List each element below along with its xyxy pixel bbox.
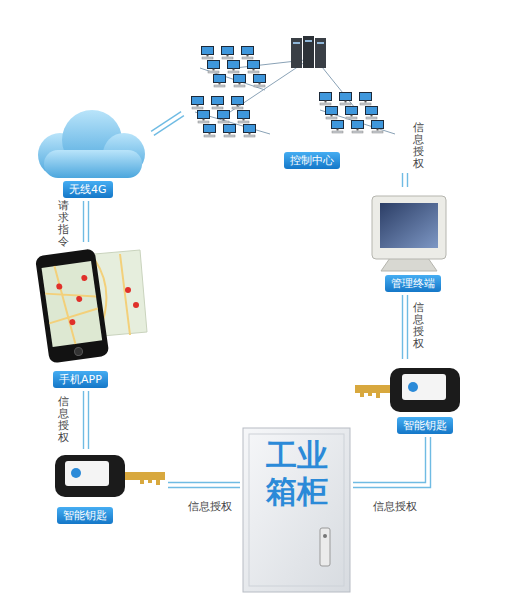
connector-line: [168, 482, 240, 483]
monitor-icon: [372, 196, 446, 271]
connector-line: [88, 201, 89, 242]
double-connector: [168, 483, 240, 488]
double-connector: [84, 391, 89, 449]
device-label: 控制中心: [284, 152, 340, 169]
double-connector: [353, 437, 431, 488]
connector-line: [402, 295, 403, 359]
cabinet-icon: [243, 428, 350, 592]
connector-line: [407, 295, 408, 359]
cabinet-node: 工业箱柜: [243, 428, 350, 592]
connector-line: [83, 391, 84, 449]
device-label: 无线4G: [63, 181, 113, 198]
edge-label: 信息授权: [371, 499, 419, 514]
device-label: 手机APP: [53, 371, 108, 388]
cloud-icon: [38, 110, 145, 178]
connector-line: [154, 116, 184, 136]
double-connector: [84, 201, 89, 242]
phone-icon: [35, 248, 147, 363]
edge-label: 信息授权: [186, 499, 234, 514]
connector-line: [353, 437, 431, 488]
connector-line: [353, 437, 426, 483]
edge-label: 请求指令: [58, 200, 69, 248]
edge-label: 信息授权: [413, 122, 424, 170]
edge-label: 信息授权: [58, 396, 69, 444]
key-icon: [355, 368, 460, 412]
device-node: 管理终端: [365, 190, 450, 292]
device-node: 智能钥匙: [355, 362, 465, 434]
double-connector: [151, 112, 184, 136]
network-icon: [192, 36, 396, 137]
device-node: 手机APP: [30, 245, 140, 388]
edge-label: 信息授权: [413, 302, 424, 350]
device-node: 智能钥匙: [50, 452, 165, 524]
device-label: 智能钥匙: [57, 507, 113, 524]
connector-line: [83, 201, 84, 242]
cabinet-title: 工业箱柜: [264, 438, 329, 509]
device-node: 控制中心: [185, 30, 440, 170]
connector-line: [402, 173, 403, 187]
device-label: 智能钥匙: [397, 417, 453, 434]
double-connector: [403, 173, 408, 187]
connector-line: [407, 173, 408, 187]
connector-line: [168, 487, 240, 488]
connector-line: [151, 112, 181, 132]
device-node: 无线4G: [30, 110, 150, 198]
double-connector: [403, 295, 408, 359]
connector-line: [88, 391, 89, 449]
device-label: 管理终端: [385, 275, 441, 292]
key-icon: [55, 455, 165, 497]
